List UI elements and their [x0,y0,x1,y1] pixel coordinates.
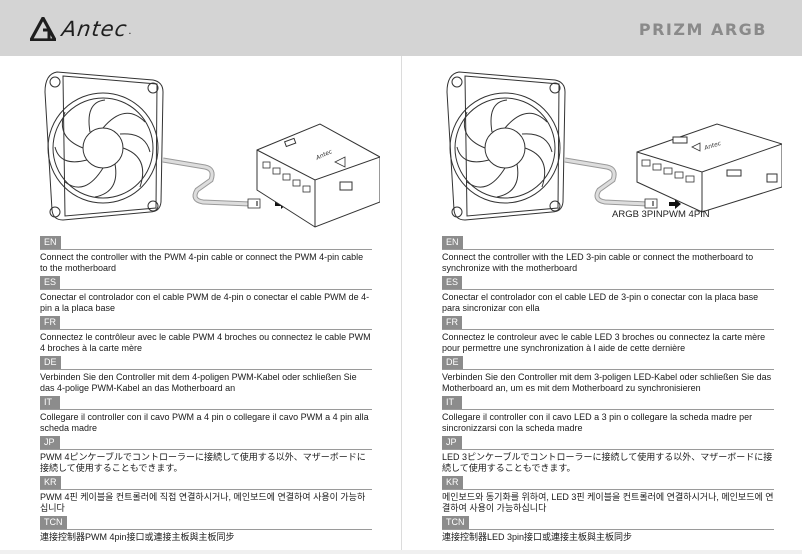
lang-section-kr: KR PWM 4핀 케이블을 컨트롤러에 직접 연결하시거나, 메인보드에 연결… [40,476,372,514]
lang-section-es: ES Conectar el controlador con el cable … [442,276,774,314]
instructions-right: EN Connect the controller with the LED 3… [442,236,774,546]
lang-section-it: IT Collegare il controller con il cavo L… [442,396,774,434]
instruction-text: Verbinden Sie den Controller mit dem 4-p… [40,372,357,393]
connector-label: ARGB 3PINPWM 4PIN [612,209,710,220]
brand-name: Antec [60,17,130,41]
product-title: PRIZM ARGB [638,20,767,39]
lang-section-tcn: TCN 連接控制器PWM 4pin接口或連接主板與主板同步 [40,516,372,544]
lang-section-tcn: TCN 連接控制器LED 3pin接口或連接主板與主板同步 [442,516,774,544]
fan-controller-argb-illustration: Antec [446,71,782,221]
lang-tag: KR [40,476,61,489]
lang-section-en: EN Connect the controller with the LED 3… [442,236,774,274]
lang-tag: TCN [40,516,67,529]
lang-tag: DE [442,356,463,369]
lang-section-jp: JP LED 3ピンケーブルでコントローラーに接続して使用する以外、マザーボード… [442,436,774,474]
instruction-text: Conectar el controlador con el cable PWM… [40,292,370,313]
lang-section-de: DE Verbinden Sie den Controller mit dem … [40,356,372,394]
instruction-text: LED 3ピンケーブルでコントローラーに接続して使用する以外、マザーボードに接続… [442,452,773,473]
lang-section-kr: KR 메인보드와 동기화를 위하여, LED 3핀 케이블을 컨트롤러에 연결하… [442,476,774,514]
instruction-text: PWM 4ピンケーブルでコントローラーに接続して使用する以外、マザーボードに接続… [40,452,366,473]
instruction-text: Collegare il controller con il cavo PWM … [40,412,369,433]
lang-tag: EN [442,236,463,249]
lang-section-fr: FR Connectez le controleur avec le cable… [442,316,774,354]
instruction-text: Connect the controller with the PWM 4-pi… [40,252,364,273]
lang-section-fr: FR Connectez le contrôleur avec le cable… [40,316,372,354]
instruction-text: 連接控制器PWM 4pin接口或連接主板與主板同步 [40,532,235,542]
instruction-text: Verbinden Sie den Controller mit dem 3-p… [442,372,772,393]
instruction-text: Conectar el controlador con el cable LED… [442,292,759,313]
lang-section-es: ES Conectar el controlador con el cable … [40,276,372,314]
brand-logo: Antec . [30,17,131,41]
instructions-left: EN Connect the controller with the PWM 4… [40,236,372,546]
instruction-text: Connectez le controleur avec le cable LE… [442,332,766,353]
instruction-text: Connectez le contrôleur avec le cable PW… [40,332,371,353]
lang-tag: JP [442,436,462,449]
lang-tag: DE [40,356,61,369]
page-header: Antec . PRIZM ARGB [0,0,802,56]
lang-tag: FR [40,316,60,329]
lang-section-it: IT Collegare il controller con il cavo P… [40,396,372,434]
left-panel: Antec EN Connect the controller with the… [0,56,400,550]
lang-tag: ES [40,276,61,289]
lang-tag: KR [442,476,463,489]
lang-tag: IT [442,396,462,409]
lang-section-jp: JP PWM 4ピンケーブルでコントローラーに接続して使用する以外、マザーボード… [40,436,372,474]
lang-tag: IT [40,396,60,409]
lang-tag: EN [40,236,61,249]
instruction-text: 連接控制器LED 3pin接口或連接主板與主板同步 [442,532,633,542]
column-divider [401,56,402,550]
brand-dot: . [128,25,132,37]
antec-triangle-icon [30,17,56,41]
instruction-text: PWM 4핀 케이블을 컨트롤러에 직접 연결하시거나, 메인보드에 연결하여 … [40,492,366,513]
lang-tag: TCN [442,516,469,529]
lang-tag: JP [40,436,60,449]
lang-tag: ES [442,276,463,289]
lang-tag: FR [442,316,462,329]
instruction-text: 메인보드와 동기화를 위하여, LED 3핀 케이블을 컨트롤러에 연결하시거나… [442,492,774,513]
fan-controller-pwm-illustration: Antec [44,71,380,228]
lang-section-de: DE Verbinden Sie den Controller mit dem … [442,356,774,394]
instruction-text: Connect the controller with the LED 3-pi… [442,252,754,273]
lang-section-en: EN Connect the controller with the PWM 4… [40,236,372,274]
page-bottom-edge [0,550,802,554]
right-panel: Antec ARGB 3PINPWM 4PIN EN Connect the c… [402,56,802,550]
instruction-text: Collegare il controller con il cavo LED … [442,412,753,433]
